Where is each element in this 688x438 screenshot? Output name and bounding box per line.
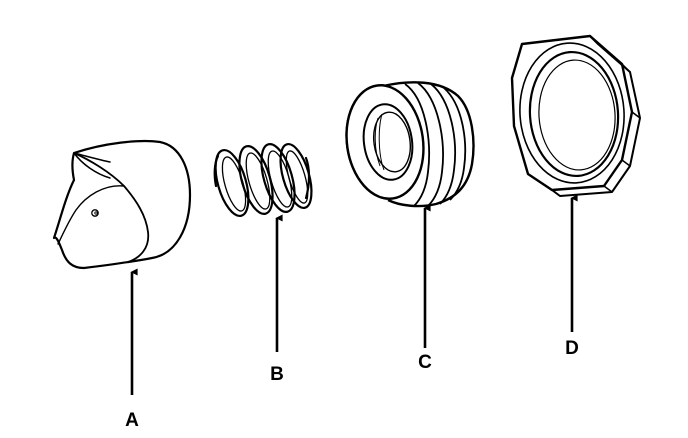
leader-arrows <box>130 194 578 395</box>
part-d-hex-nut <box>510 34 641 197</box>
label-b: B <box>270 364 284 385</box>
label-c: C <box>418 352 432 373</box>
label-d: D <box>565 338 579 359</box>
part-a-cap <box>52 139 192 270</box>
part-c-bushing <box>345 81 475 208</box>
label-a: A <box>125 410 139 431</box>
part-b-spring <box>213 142 313 218</box>
